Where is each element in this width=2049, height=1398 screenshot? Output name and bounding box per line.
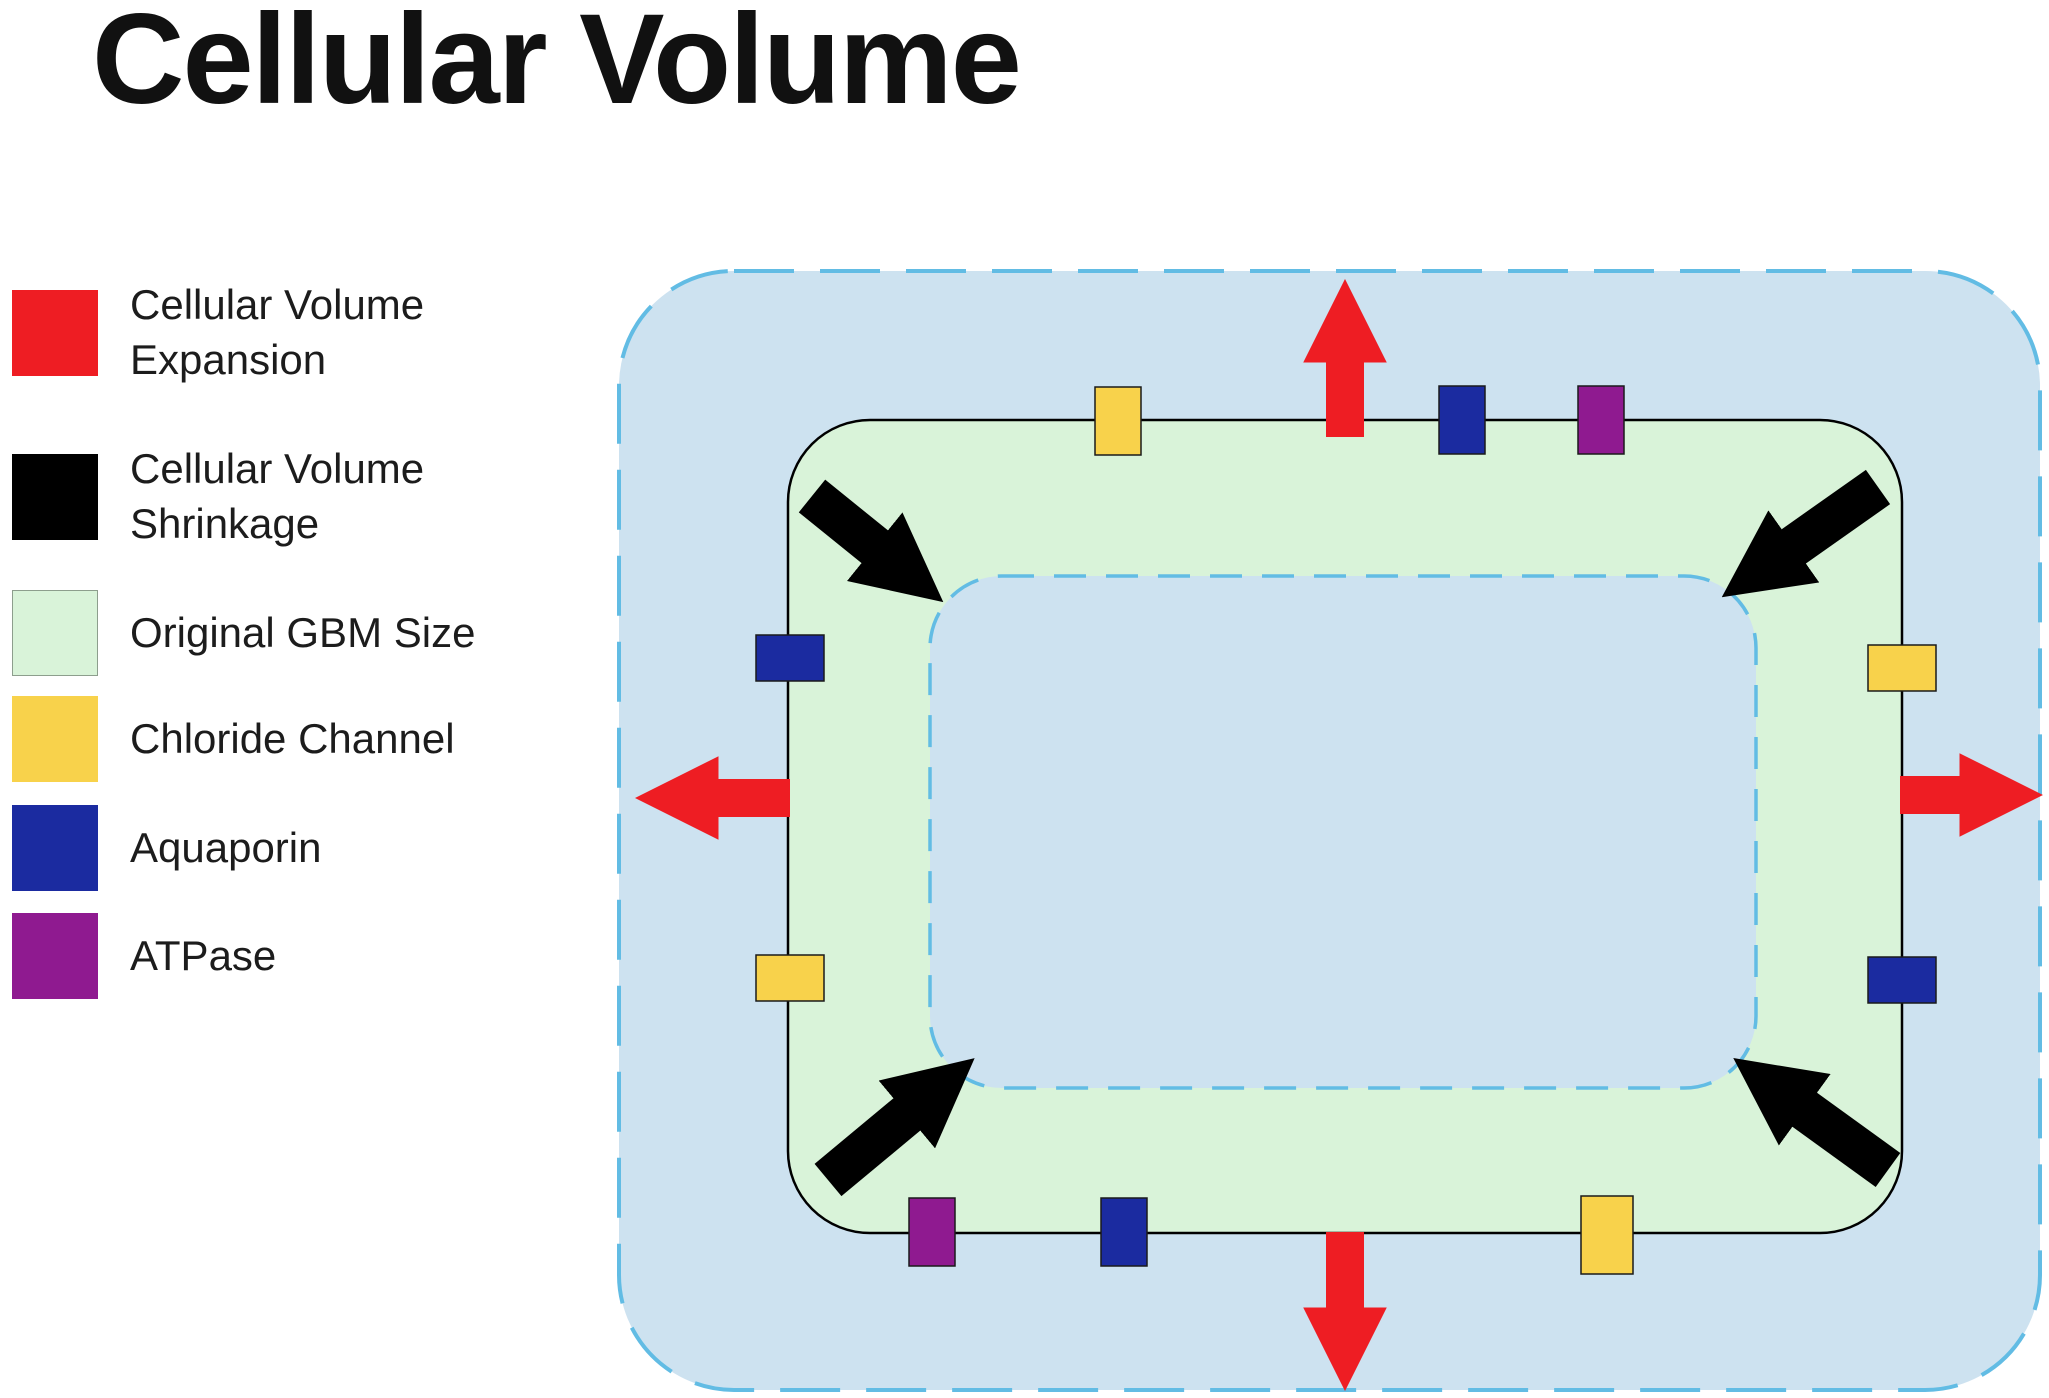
atpase-pump [908, 1197, 956, 1267]
aquaporin-channel [1100, 1197, 1148, 1267]
aquaporin-channel [1438, 385, 1486, 455]
chloride-channel [1580, 1195, 1634, 1275]
aquaporin-channel [1867, 956, 1937, 1004]
legend-label-gbm: Original GBM Size [130, 608, 476, 656]
legend-label-expansion: Cellular Volume Expansion [130, 281, 425, 383]
legend-swatch-gbm [12, 590, 98, 676]
legend-swatch-shrinkage [12, 453, 98, 540]
chloride-channel [755, 954, 825, 1002]
shrunken-cell-region [928, 574, 1758, 1090]
legend-item-atpase: ATPase [12, 913, 560, 999]
legend-swatch-aquaporin [12, 805, 98, 891]
aquaporin-channel [755, 634, 825, 682]
legend-swatch-expansion [12, 289, 98, 376]
legend-label-aquaporin: Aquaporin [130, 823, 322, 871]
shrinkage-arrow-top-right [1721, 469, 1891, 598]
legend-item-cellular-volume-shrinkage: Cellular Volume Shrinkage [12, 442, 560, 551]
chloride-channel [1094, 386, 1142, 456]
legend-swatch-atpase [12, 913, 98, 999]
legend-item-original-gbm-size: Original GBM Size [12, 590, 560, 676]
chloride-channel [1867, 644, 1937, 692]
legend-label-atpase: ATPase [130, 931, 277, 979]
legend-swatch-chloride [12, 696, 98, 782]
legend-item-cellular-volume-expansion: Cellular Volume Expansion [12, 278, 560, 387]
shrinkage-arrow-top-left [798, 479, 944, 603]
atpase-pump [1577, 385, 1625, 455]
legend-item-aquaporin: Aquaporin [12, 805, 560, 891]
shrinkage-arrow-bottom-right [1733, 1058, 1901, 1188]
legend-item-chloride-channel: Chloride Channel [12, 696, 560, 782]
legend-label-chloride: Chloride Channel [130, 714, 455, 762]
figure-title: Cellular Volume [92, 0, 1022, 131]
legend-label-shrinkage: Cellular Volume Shrinkage [130, 445, 425, 547]
shrinkage-arrow-bottom-left [814, 1058, 975, 1197]
